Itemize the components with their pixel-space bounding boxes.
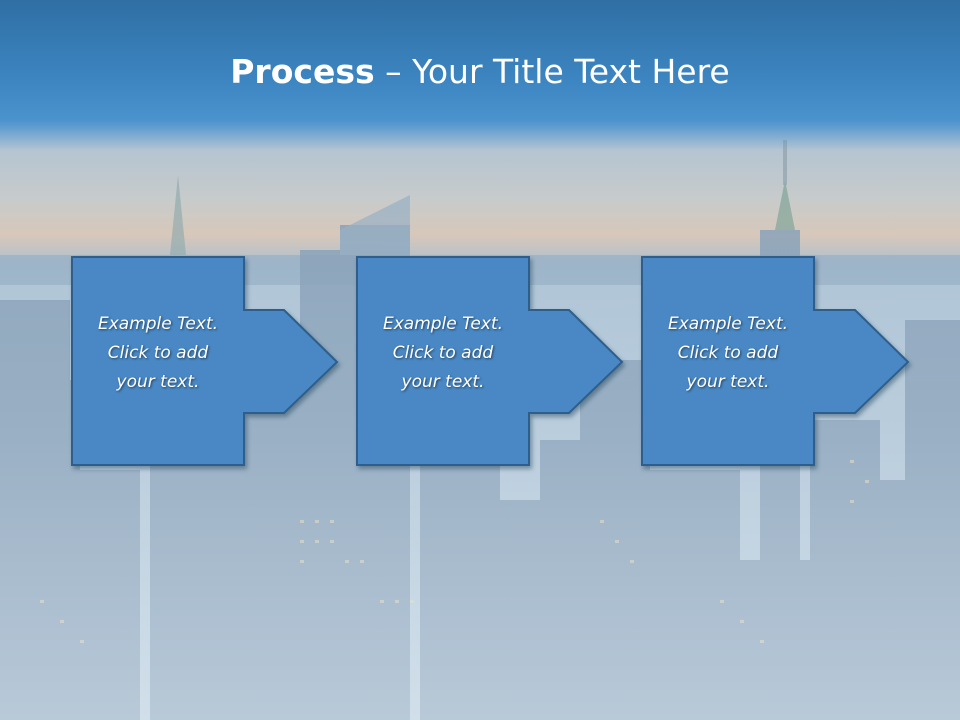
process-step-2-text[interactable]: Example Text. Click to add your text. <box>355 310 531 397</box>
step-3-line-2: Click to add <box>677 343 779 363</box>
step-3-line-1: Example Text. <box>667 314 789 334</box>
process-step-1-shape[interactable] <box>71 256 339 466</box>
step-3-line-3: your text. <box>686 372 770 392</box>
title-bar <box>0 0 960 150</box>
process-step-3-text[interactable]: Example Text. Click to add your text. <box>640 310 816 397</box>
slide-title[interactable]: Process – Your Title Text Here <box>0 52 960 91</box>
title-bold: Process <box>230 52 375 91</box>
step-2-line-3: your text. <box>401 372 485 392</box>
step-1-line-3: your text. <box>116 372 200 392</box>
step-1-line-2: Click to add <box>107 343 209 363</box>
process-step-1-text[interactable]: Example Text. Click to add your text. <box>70 310 246 397</box>
step-1-line-1: Example Text. <box>97 314 219 334</box>
process-step-3-shape[interactable] <box>641 256 910 466</box>
process-step-2-shape[interactable] <box>356 256 624 466</box>
step-2-line-2: Click to add <box>392 343 494 363</box>
step-2-line-1: Example Text. <box>382 314 504 334</box>
title-rest: – Your Title Text Here <box>374 52 730 91</box>
